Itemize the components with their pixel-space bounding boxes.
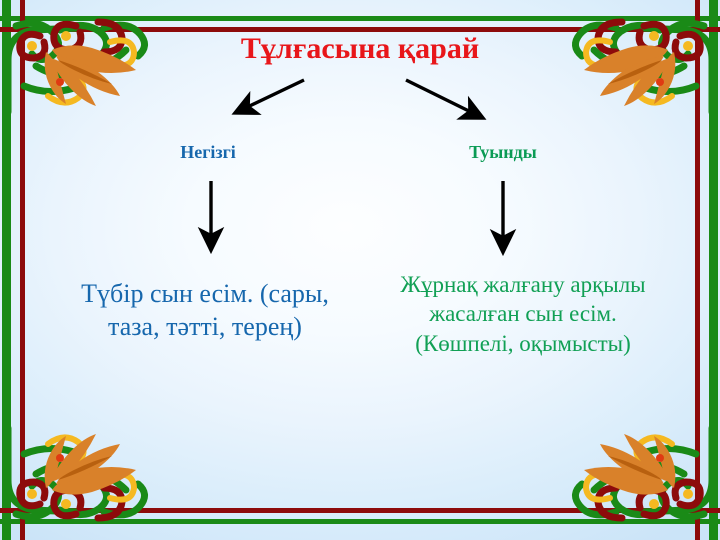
ornament-corner-top-right: [565, 0, 720, 118]
frame-line-green-top: [0, 16, 720, 21]
branch-heading-negizgi: Негізгі: [180, 142, 236, 162]
frame-line-red-right: [695, 0, 700, 540]
branch-heading-tuyndy: Туынды: [469, 142, 537, 162]
frame-line-red-top: [0, 27, 720, 32]
frame-line-red-left: [20, 0, 25, 540]
page-title: Тұлғасына қарай: [240, 32, 480, 65]
ornament-corner-bottom-left: [0, 422, 155, 540]
arrow-title-to-negizgi: [231, 78, 305, 115]
arrow-title-to-tuyndy: [405, 78, 487, 120]
branch-body-tuyndy: Жұрнақ жалғану арқылы жасалған сын есім.…: [400, 272, 646, 356]
ornament-corner-top-left: [0, 0, 155, 118]
frame-line-green-left: [2, 0, 11, 540]
frame-line-green-bottom: [0, 519, 720, 524]
frame-line-green-right: [709, 0, 718, 540]
frame-line-red-bottom: [0, 508, 720, 513]
ornament-corner-bottom-right: [565, 422, 720, 540]
branch-body-negizgi: Түбір сын есім. (сары, таза, тәтті, тере…: [81, 279, 329, 342]
